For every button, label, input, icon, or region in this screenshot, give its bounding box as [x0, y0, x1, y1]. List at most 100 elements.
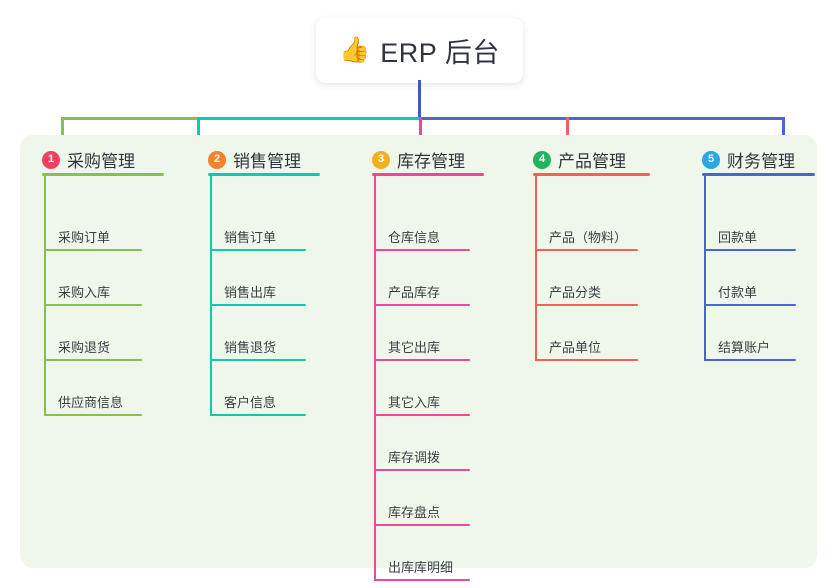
bus-segment-2 — [197, 117, 419, 120]
leaf-item-rule — [374, 579, 470, 581]
leaf-item-rule — [704, 359, 796, 361]
leaf-item[interactable]: 采购退货 — [44, 306, 142, 361]
leaf-item-rule — [210, 414, 306, 416]
leaf-item-rule — [704, 249, 796, 251]
leaf-item-rule — [374, 414, 470, 416]
column-badge-1: 1 — [42, 150, 60, 169]
leaf-item-label: 仓库信息 — [388, 230, 441, 245]
leaf-item[interactable]: 销售出库 — [210, 251, 306, 306]
leaf-item[interactable]: 产品分类 — [535, 251, 638, 306]
column-spine — [535, 176, 537, 361]
leaf-item[interactable]: 回款单 — [704, 196, 796, 251]
leaf-item-rule — [535, 304, 638, 306]
leaf-item-label: 其它入库 — [388, 395, 441, 410]
drop-2 — [197, 117, 200, 147]
leaf-item-rule — [535, 359, 638, 361]
leaf-item[interactable]: 库存盘点 — [374, 471, 470, 526]
leaf-item[interactable]: 其它入库 — [374, 361, 470, 416]
drop-1 — [61, 117, 64, 147]
column-header-2[interactable]: 2 销售管理 — [208, 147, 301, 172]
leaf-item-rule — [210, 359, 306, 361]
leaf-item-label: 采购订单 — [58, 230, 111, 245]
leaf-item[interactable]: 仓库信息 — [374, 196, 470, 251]
leaf-item[interactable]: 产品库存 — [374, 251, 470, 306]
leaf-item[interactable]: 出库库明细 — [374, 526, 470, 581]
column-title: 销售管理 — [233, 152, 301, 171]
column-rule — [42, 173, 164, 176]
leaf-item-rule — [44, 304, 142, 306]
bus-segment-3 — [419, 117, 785, 120]
leaf-item-rule — [44, 359, 142, 361]
leaf-item-label: 库存盘点 — [388, 505, 441, 520]
column-rule — [702, 173, 815, 176]
column-title: 采购管理 — [67, 152, 135, 171]
leaf-item-label: 客户信息 — [224, 395, 277, 410]
branch-panel: 1 采购管理采购订单采购入库采购退货供应商信息 2 销售管理销售订单销售出库销售退货客… — [20, 135, 817, 581]
column-spine — [374, 176, 376, 581]
column-badge-4: 4 — [533, 150, 551, 169]
column-title: 库存管理 — [397, 152, 465, 171]
leaf-item-label: 回款单 — [718, 230, 758, 245]
leaf-item-label: 结算账户 — [718, 340, 771, 355]
column-header-1[interactable]: 1 采购管理 — [42, 147, 135, 172]
leaf-item-rule — [374, 524, 470, 526]
root-title: ERP 后台 — [380, 38, 500, 68]
drop-5 — [782, 117, 785, 147]
drop-4 — [566, 117, 569, 147]
leaf-item[interactable]: 其它出库 — [374, 306, 470, 361]
leaf-item-label: 销售出库 — [224, 285, 277, 300]
column-badge-5: 5 — [702, 150, 720, 169]
column-badge-2: 2 — [208, 150, 226, 169]
column-badge-3: 3 — [372, 150, 390, 169]
leaf-item-rule — [210, 249, 306, 251]
bus-segment-1 — [61, 117, 197, 120]
leaf-item-label: 采购退货 — [58, 340, 111, 355]
leaf-item-label: 销售订单 — [224, 230, 277, 245]
leaf-item-label: 产品（物料） — [549, 230, 628, 245]
leaf-item-rule — [374, 359, 470, 361]
leaf-item-label: 供应商信息 — [58, 395, 124, 410]
column-rule — [372, 173, 484, 176]
root-stem — [417, 80, 421, 120]
leaf-item-rule — [210, 304, 306, 306]
leaf-item-label: 其它出库 — [388, 340, 441, 355]
leaf-item[interactable]: 产品（物料） — [535, 196, 638, 251]
column-header-5[interactable]: 5 财务管理 — [702, 147, 795, 172]
leaf-item-rule — [704, 304, 796, 306]
leaf-item-rule — [44, 249, 142, 251]
leaf-item-label: 产品库存 — [388, 285, 441, 300]
leaf-item-label: 库存调拨 — [388, 450, 441, 465]
leaf-item-rule — [44, 414, 142, 416]
leaf-item[interactable]: 采购订单 — [44, 196, 142, 251]
leaf-item-label: 采购入库 — [58, 285, 111, 300]
leaf-item[interactable]: 付款单 — [704, 251, 796, 306]
leaf-item-label: 出库库明细 — [388, 560, 454, 575]
leaf-item[interactable]: 销售订单 — [210, 196, 306, 251]
root-node[interactable]: 👍 ERP 后台 — [316, 18, 523, 83]
column-spine — [210, 176, 212, 416]
leaf-item[interactable]: 结算账户 — [704, 306, 796, 361]
leaf-item-rule — [535, 249, 638, 251]
leaf-item-rule — [374, 304, 470, 306]
thumbs-up-icon: 👍 — [339, 36, 371, 64]
column-title: 财务管理 — [727, 152, 795, 171]
column-spine — [704, 176, 706, 361]
leaf-item[interactable]: 采购入库 — [44, 251, 142, 306]
drop-3 — [419, 117, 422, 147]
leaf-item[interactable]: 销售退货 — [210, 306, 306, 361]
column-title: 产品管理 — [558, 152, 626, 171]
leaf-item-label: 产品单位 — [549, 340, 602, 355]
column-header-4[interactable]: 4 产品管理 — [533, 147, 626, 172]
leaf-item-rule — [374, 249, 470, 251]
leaf-item-label: 产品分类 — [549, 285, 602, 300]
leaf-item-label: 销售退货 — [224, 340, 277, 355]
leaf-item-rule — [374, 469, 470, 471]
column-rule — [208, 173, 320, 176]
leaf-item[interactable]: 供应商信息 — [44, 361, 142, 416]
leaf-item-label: 付款单 — [718, 285, 758, 300]
leaf-item[interactable]: 库存调拨 — [374, 416, 470, 471]
column-header-3[interactable]: 3 库存管理 — [372, 147, 465, 172]
leaf-item[interactable]: 产品单位 — [535, 306, 638, 361]
leaf-item[interactable]: 客户信息 — [210, 361, 306, 416]
